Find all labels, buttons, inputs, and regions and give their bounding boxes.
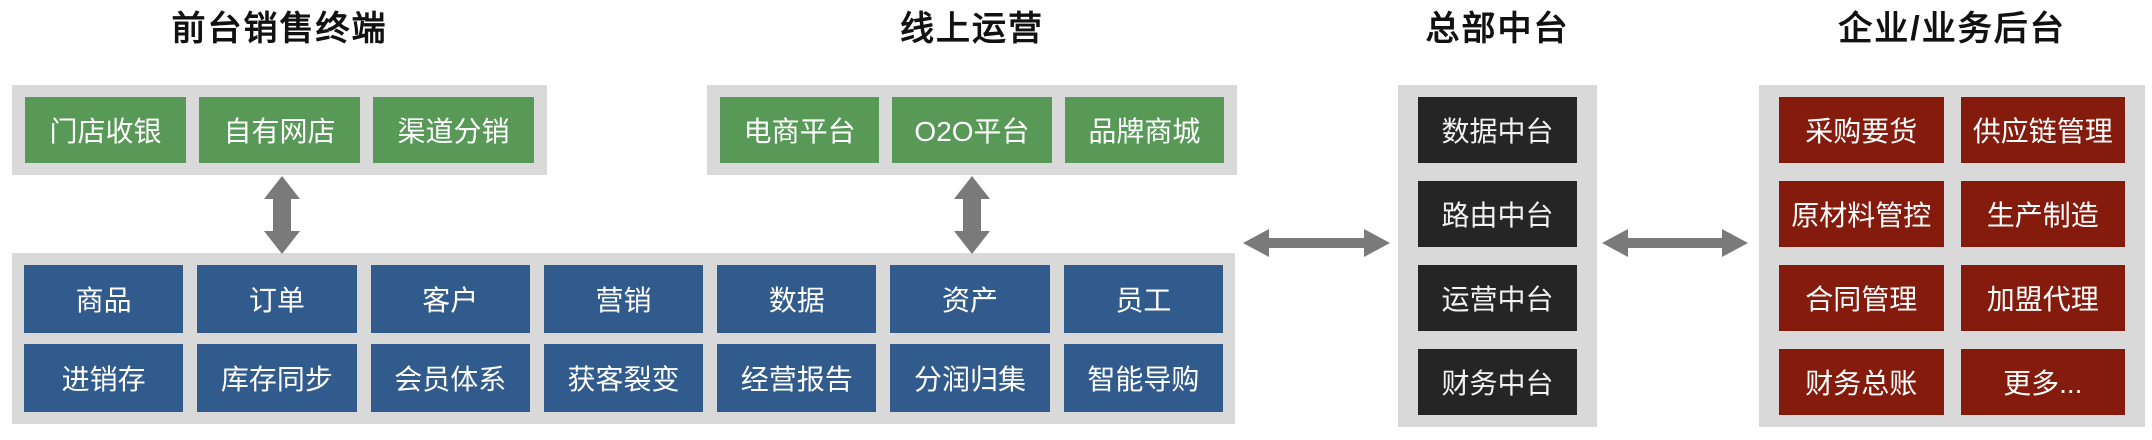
capability-box: 营销 [543,265,704,333]
backend-box: 加盟代理 [1960,265,2125,331]
capability-box: 资产 [890,265,1050,333]
capability-hq-double-arrow-icon [1243,229,1390,257]
online-capability-double-arrow-icon [954,176,990,254]
online-ops-box: O2O平台 [892,97,1052,163]
backend-box: 更多... [1960,349,2125,415]
backend-title: 企业/业务后台 [1838,10,2066,48]
hq-box: 路由中台 [1418,181,1577,247]
front-capability-double-arrow-icon [264,176,300,254]
capability-box: 客户 [370,265,530,333]
capability-box: 智能导购 [1063,344,1223,412]
front-terminal-panel: 门店收银 自有网店 渠道分销 [12,85,547,175]
front-terminal-box: 自有网店 [199,97,360,163]
capability-panel: 商品 订单 客户 营销 数据 资产 员工 进销存 库存同步 会员体系 获客裂变 … [12,253,1235,424]
online-ops-panel: 电商平台 O2O平台 品牌商城 [707,85,1237,175]
capability-box: 会员体系 [370,344,530,412]
capability-box: 进销存 [24,344,184,412]
hq-title: 总部中台 [1425,10,1570,48]
capability-box: 员工 [1063,265,1223,333]
capability-box: 经营报告 [717,344,877,412]
capability-box: 获客裂变 [543,344,704,412]
backend-box: 供应链管理 [1960,97,2125,163]
online-ops-box: 品牌商城 [1064,97,1224,163]
hq-panel: 数据中台 路由中台 运营中台 财务中台 [1398,85,1597,427]
backend-box: 财务总账 [1779,349,1944,415]
capability-box: 商品 [24,265,184,333]
hq-box: 运营中台 [1418,265,1577,331]
hq-box: 数据中台 [1418,97,1577,163]
backend-box: 生产制造 [1960,181,2125,247]
front-terminal-title: 前台销售终端 [171,10,388,48]
backend-box: 采购要货 [1779,97,1944,163]
online-ops-box: 电商平台 [720,97,880,163]
backend-box: 合同管理 [1779,265,1944,331]
capability-box: 数据 [717,265,877,333]
capability-box: 库存同步 [197,344,357,412]
front-terminal-box: 门店收银 [25,97,186,163]
backend-box: 原材料管控 [1779,181,1944,247]
capability-box: 订单 [197,265,357,333]
online-ops-title: 线上运营 [900,10,1044,48]
hq-box: 财务中台 [1418,349,1577,415]
hq-backend-double-arrow-icon [1602,229,1748,257]
backend-panel: 采购要货 供应链管理 原材料管控 生产制造 合同管理 加盟代理 财务总账 更多.… [1759,85,2145,427]
front-terminal-box: 渠道分销 [373,97,534,163]
capability-box: 分润归集 [890,344,1050,412]
